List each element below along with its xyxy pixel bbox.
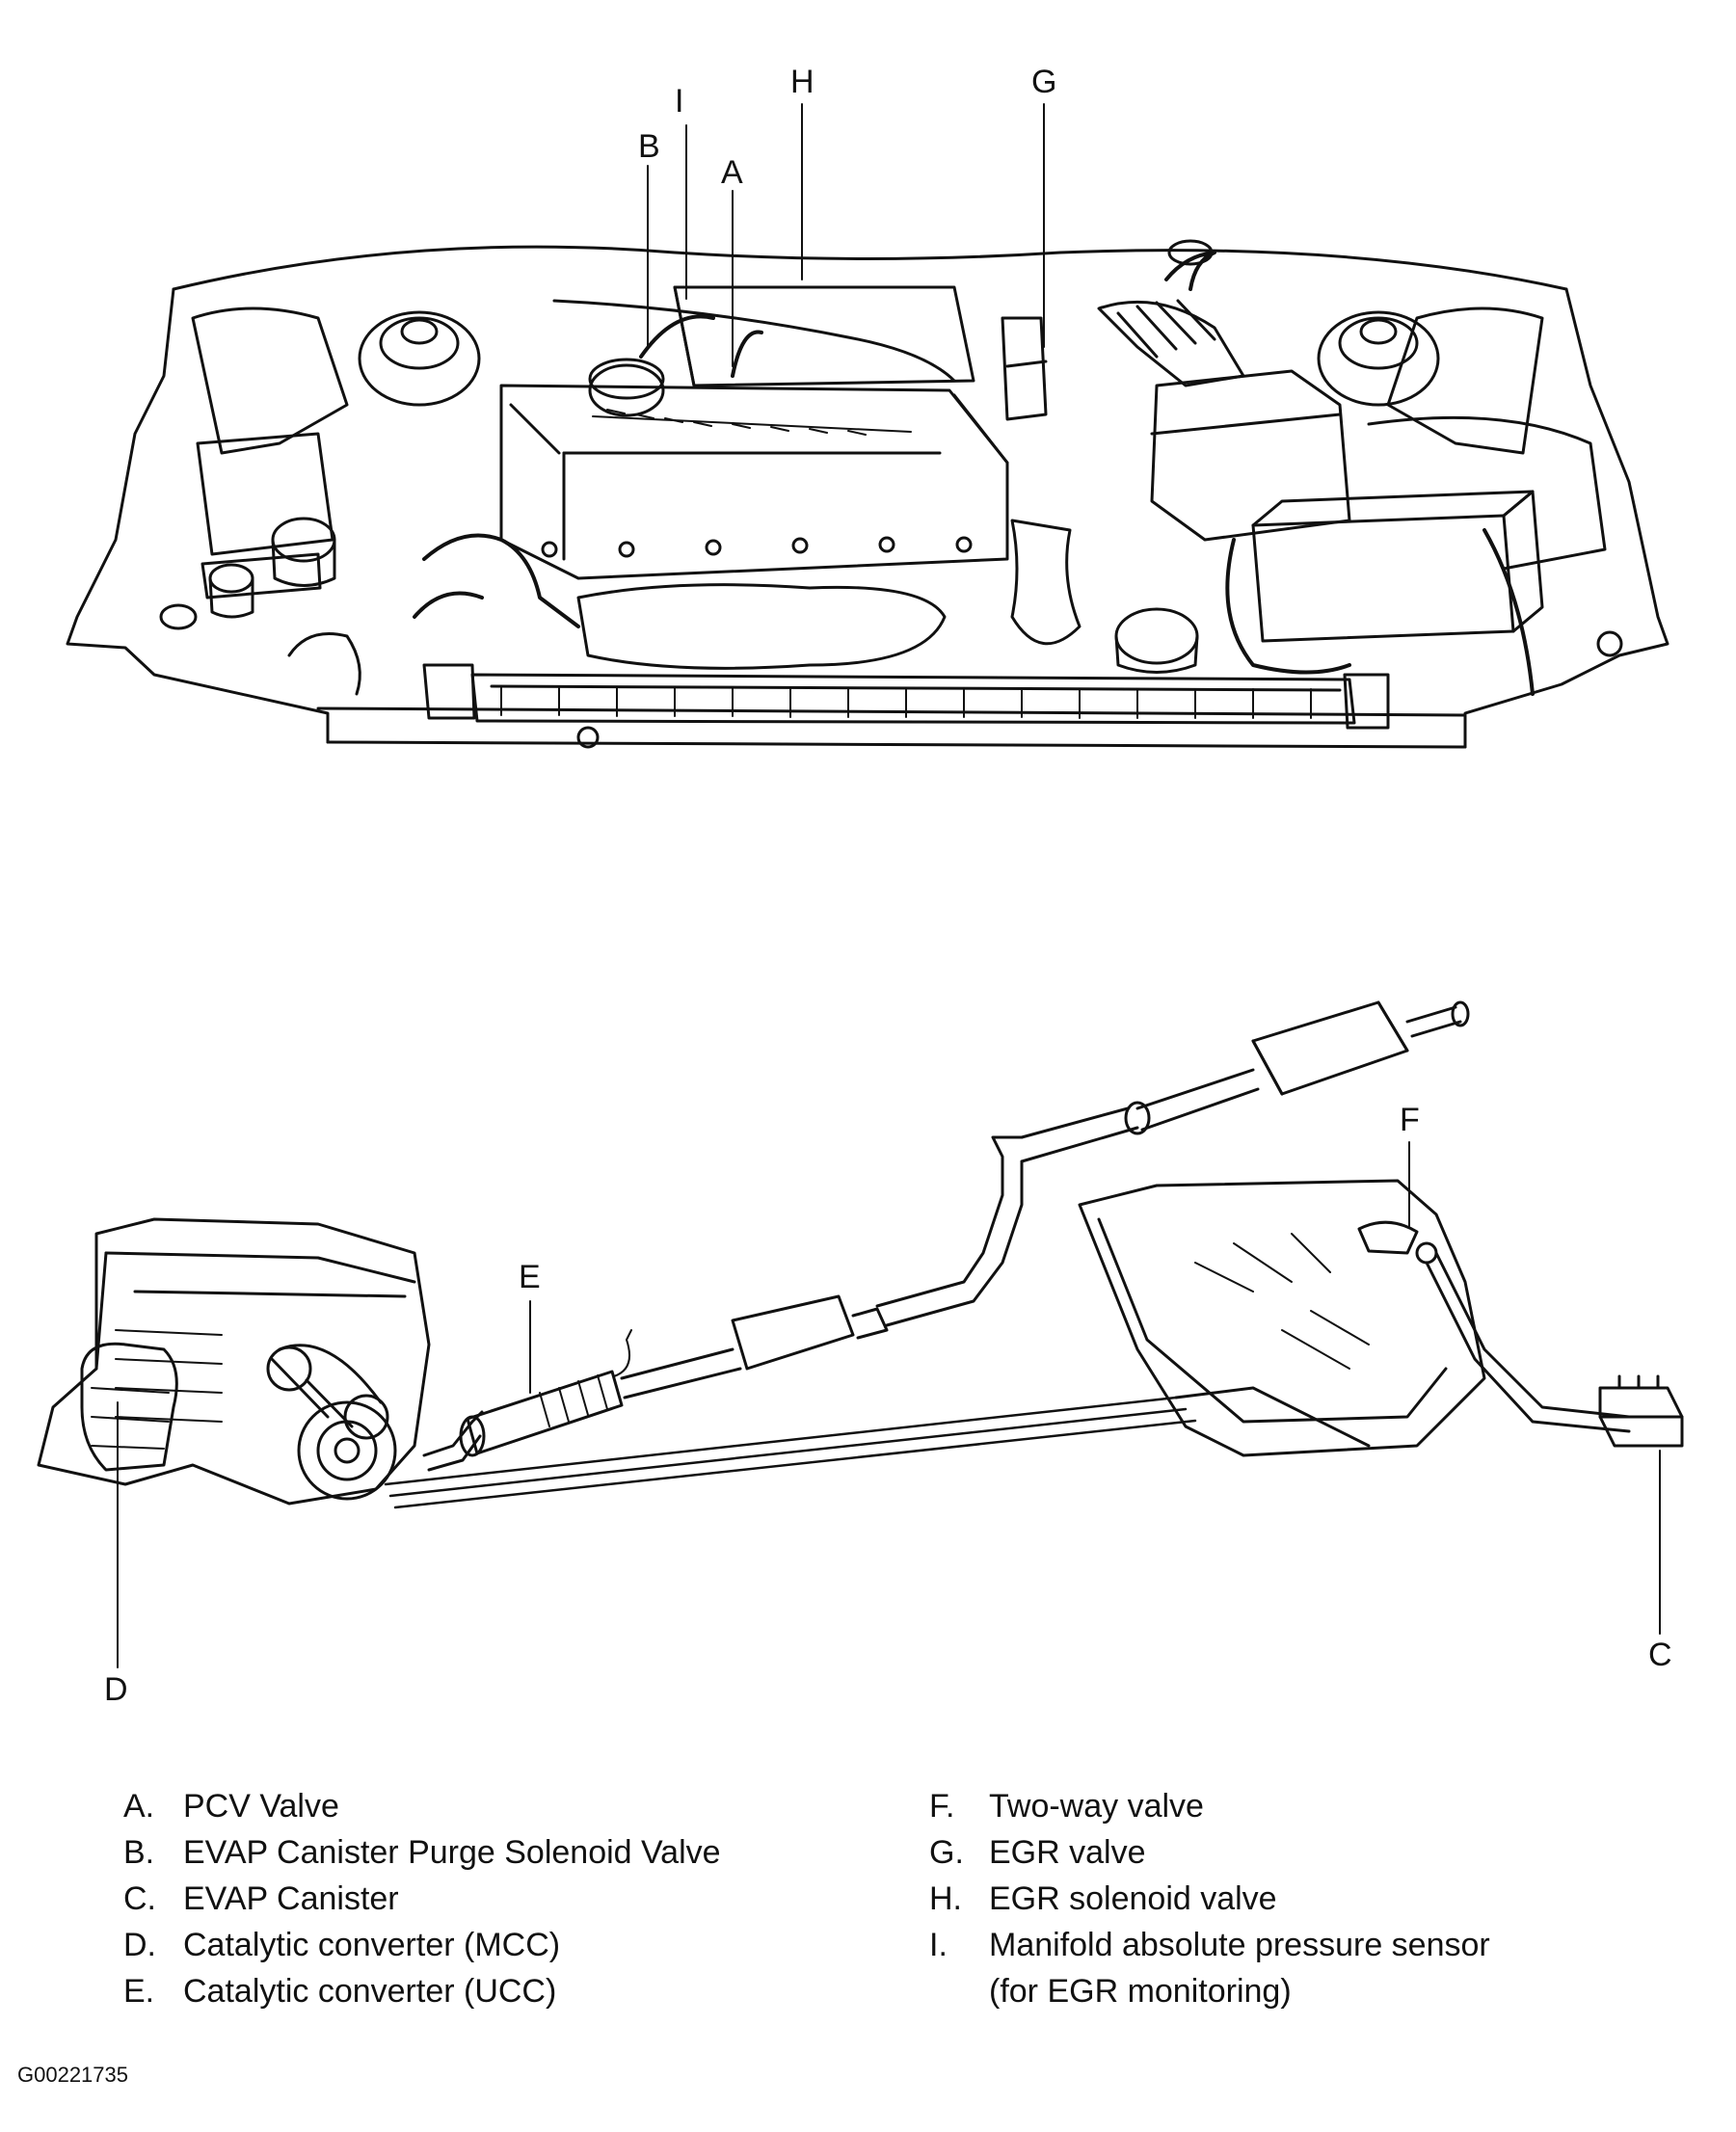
callout-label-i: I: [675, 83, 684, 120]
legend-letter: I.: [929, 1927, 948, 1963]
legend-left-column: A. PCV Valve B. EVAP Canister Purge Sole…: [123, 1783, 721, 2014]
legend-letter: H.: [929, 1880, 962, 1917]
legend-letter: D.: [123, 1927, 156, 1963]
callout-label-h: H: [790, 64, 815, 100]
callout-label-d: D: [104, 1671, 128, 1708]
legend-letter: G.: [929, 1834, 964, 1871]
component-location-diagram: [37, 103, 1684, 1668]
legend-text: EGR valve: [989, 1834, 1146, 1871]
legend-item-e: E. Catalytic converter (UCC): [123, 1968, 721, 2014]
callout-label-g: G: [1031, 64, 1057, 100]
legend-text: PCV Valve: [183, 1788, 339, 1825]
legend-letter: E.: [123, 1973, 155, 2010]
callout-label-a: A: [721, 154, 743, 191]
legend-item-d: D. Catalytic converter (MCC): [123, 1922, 721, 1968]
legend-text: Manifold absolute pressure sensor: [989, 1927, 1490, 1963]
legend-letter: F.: [929, 1788, 955, 1825]
legend-item-g: G. EGR valve: [929, 1829, 1490, 1876]
engine-compartment-drawing: [66, 239, 1669, 749]
legend-letter: A.: [123, 1788, 155, 1825]
callout-label-f: F: [1400, 1102, 1420, 1138]
callout-label-c: C: [1648, 1637, 1672, 1673]
legend-text: EVAP Canister Purge Solenoid Valve: [183, 1834, 721, 1871]
leader-lines: [117, 103, 1661, 1668]
exhaust-and-fuel-system-drawing: [37, 1000, 1684, 1509]
legend-letter: B.: [123, 1834, 155, 1871]
legend-item-b: B. EVAP Canister Purge Solenoid Valve: [123, 1829, 721, 1876]
legend-item-i-continuation: (for EGR monitoring): [989, 1973, 1292, 2010]
legend-text: Two-way valve: [989, 1788, 1204, 1825]
callout-label-e: E: [519, 1259, 541, 1295]
callout-label-b: B: [638, 128, 660, 165]
legend-item-i: I. Manifold absolute pressure sensor: [929, 1922, 1490, 1968]
legend-item-h: H. EGR solenoid valve: [929, 1876, 1490, 1922]
legend-item-c: C. EVAP Canister: [123, 1876, 721, 1922]
figure-code: G00221735: [17, 2063, 128, 2087]
legend-item-f: F. Two-way valve: [929, 1783, 1490, 1829]
legend-text: EGR solenoid valve: [989, 1880, 1277, 1917]
legend-item-a: A. PCV Valve: [123, 1783, 721, 1829]
legend-text: EVAP Canister: [183, 1880, 399, 1917]
legend-letter: C.: [123, 1880, 156, 1917]
legend-text: Catalytic converter (MCC): [183, 1927, 561, 1963]
legend-right-column: F. Two-way valve G. EGR valve H. EGR sol…: [929, 1783, 1490, 2014]
legend-text: Catalytic converter (UCC): [183, 1973, 557, 2010]
